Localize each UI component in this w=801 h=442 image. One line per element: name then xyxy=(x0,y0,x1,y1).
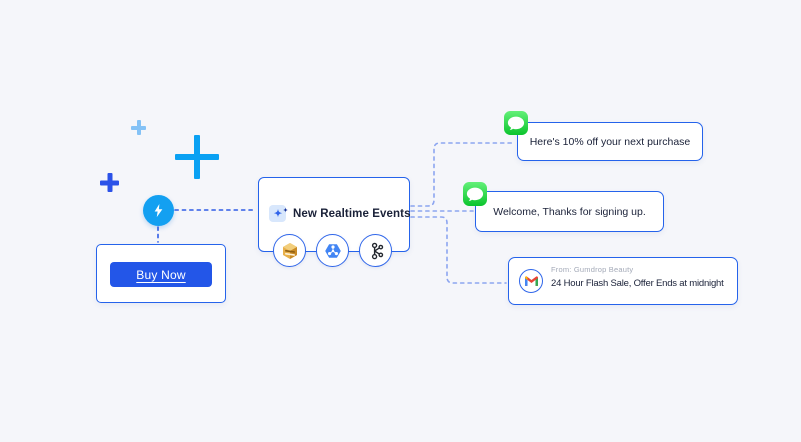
message-text: Welcome, Thanks for signing up. xyxy=(493,205,646,218)
plus-decoration-bright xyxy=(175,135,219,179)
gmail-icon xyxy=(519,269,543,293)
email-subject: 24 Hour Flash Sale, Offer Ends at midnig… xyxy=(551,278,724,289)
sparkle-icon xyxy=(269,205,288,222)
plus-decoration-light xyxy=(131,120,146,135)
connector-events-to-msg1 xyxy=(410,142,516,207)
aws-eventbridge-icon xyxy=(273,234,306,267)
buy-now-button[interactable]: Buy Now xyxy=(110,262,212,287)
message-card-sms-1: Here's 10% off your next purchase xyxy=(504,111,703,161)
sparkle-mini-icon xyxy=(282,201,289,219)
events-card-title: New Realtime Events xyxy=(293,207,411,220)
message-card-email: From: Gumdrop Beauty 24 Hour Flash Sale,… xyxy=(508,257,738,305)
email-body: From: Gumdrop Beauty 24 Hour Flash Sale,… xyxy=(551,265,724,289)
apache-kafka-icon xyxy=(359,234,392,267)
google-pubsub-icon xyxy=(316,234,349,267)
imessage-icon xyxy=(504,111,528,135)
lightning-trigger-node xyxy=(143,195,174,226)
buy-now-card: Buy Now xyxy=(96,244,226,303)
email-from-line: From: Gumdrop Beauty xyxy=(551,265,634,274)
connector-events-to-email xyxy=(410,216,507,284)
lightning-icon xyxy=(151,203,166,218)
events-card-header: New Realtime Events xyxy=(269,205,411,222)
message-card-sms-2: Welcome, Thanks for signing up. xyxy=(463,182,664,232)
message-text: Here's 10% off your next purchase xyxy=(529,135,691,148)
plus-decoration-dark xyxy=(100,173,119,192)
imessage-icon xyxy=(463,182,487,206)
